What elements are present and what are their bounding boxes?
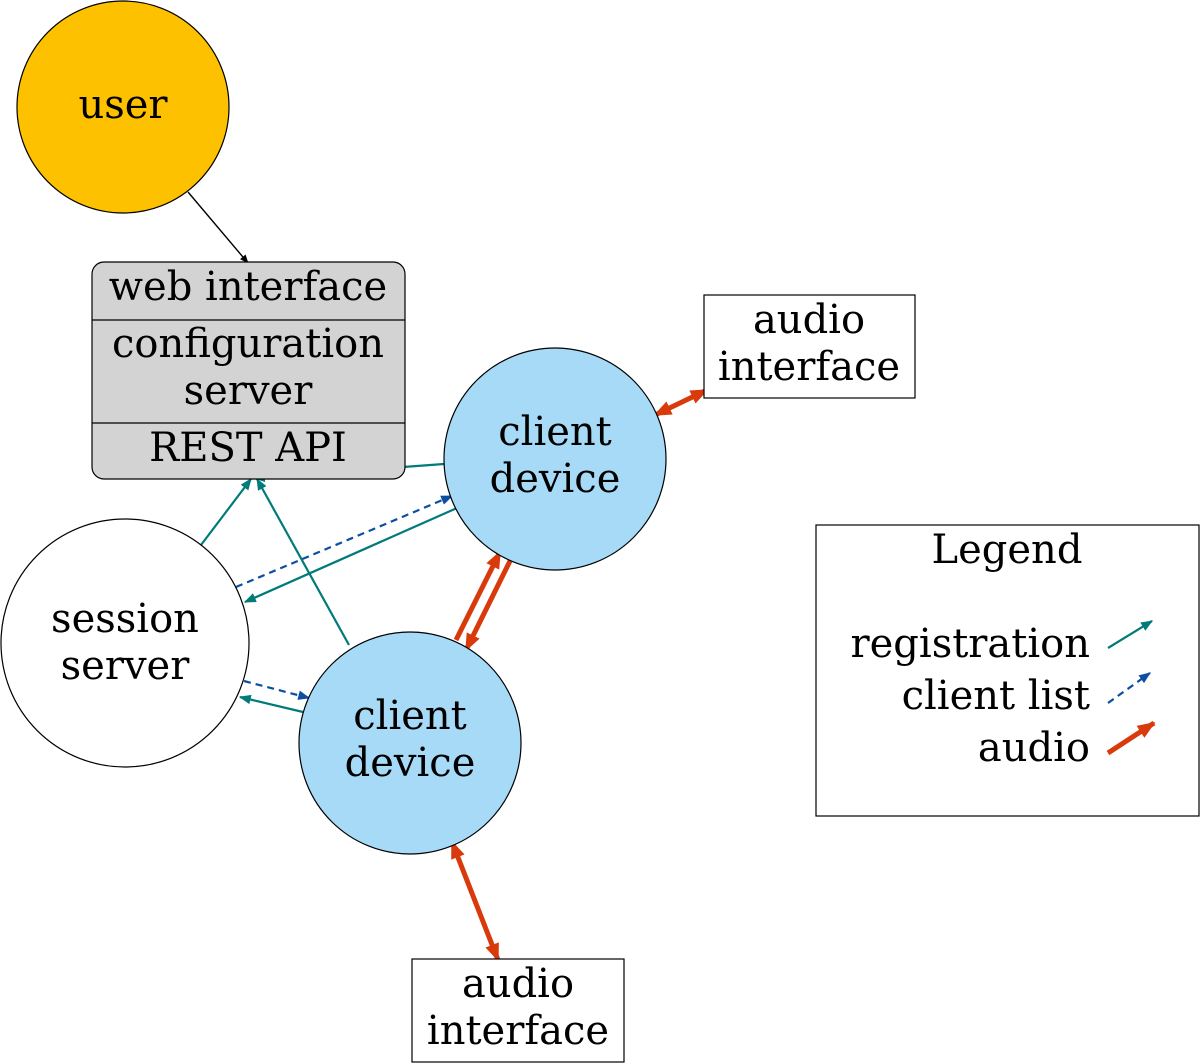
rest-api-label: REST API xyxy=(149,425,347,471)
edge-registration-lower-client-to-session xyxy=(238,694,304,714)
client-device-lower-label-line1: client xyxy=(353,693,467,739)
audio-interface-lower-label-line2: interface xyxy=(427,1008,609,1054)
client-device-lower-label-line2: device xyxy=(345,740,476,786)
audio-interface-lower-node: audio interface xyxy=(411,958,625,1063)
edge-registration-lower-client-to-api xyxy=(256,477,350,646)
client-device-lower-node: client device xyxy=(298,631,522,855)
edge-audio-upper-client-interface xyxy=(653,387,709,418)
edges xyxy=(187,191,709,962)
client-device-upper-label-line1: client xyxy=(498,409,612,455)
user-node: user xyxy=(16,0,230,214)
legend-label-audio: audio xyxy=(978,725,1090,771)
audio-interface-lower-label-line1: audio xyxy=(462,961,574,1007)
edge-clientlist-session-to-lower-client xyxy=(243,679,311,700)
edge-audio-lower-client-interface xyxy=(449,840,501,962)
user-label: user xyxy=(78,82,168,128)
config-server-node: web interface configuration server REST … xyxy=(91,261,406,480)
configuration-server-label-line1: configuration xyxy=(112,321,384,367)
legend-swatch-registration xyxy=(1107,620,1154,649)
edge-audio-lower-to-upper-client xyxy=(453,550,503,642)
configuration-server-label-line2: server xyxy=(184,368,314,414)
audio-interface-upper-label-line1: audio xyxy=(753,297,865,343)
legend-swatch-client-list xyxy=(1107,672,1151,704)
edge-registration-upper-client-to-session xyxy=(243,506,458,604)
audio-interface-upper-label-line2: interface xyxy=(718,344,900,390)
edge-clientlist-session-to-upper-client xyxy=(235,494,454,589)
legend-label-client-list: client list xyxy=(902,673,1090,719)
web-interface-label: web interface xyxy=(109,264,387,310)
legend: Legend registration client list audio xyxy=(815,524,1200,817)
session-server-label-line1: session xyxy=(51,596,199,642)
legend-label-registration: registration xyxy=(851,621,1090,667)
edge-registration-session-to-api xyxy=(200,478,252,546)
audio-interface-upper-node: audio interface xyxy=(703,294,916,399)
client-device-upper-node: client device xyxy=(443,347,667,571)
edge-user-to-web-interface xyxy=(187,191,249,264)
edge-audio-upper-to-lower-client xyxy=(463,559,513,652)
session-server-node: session server xyxy=(0,518,250,768)
legend-swatch-audio xyxy=(1106,720,1156,756)
client-device-upper-label-line2: device xyxy=(490,456,621,502)
legend-title: Legend xyxy=(932,527,1083,573)
session-server-label-line2: server xyxy=(61,643,191,689)
